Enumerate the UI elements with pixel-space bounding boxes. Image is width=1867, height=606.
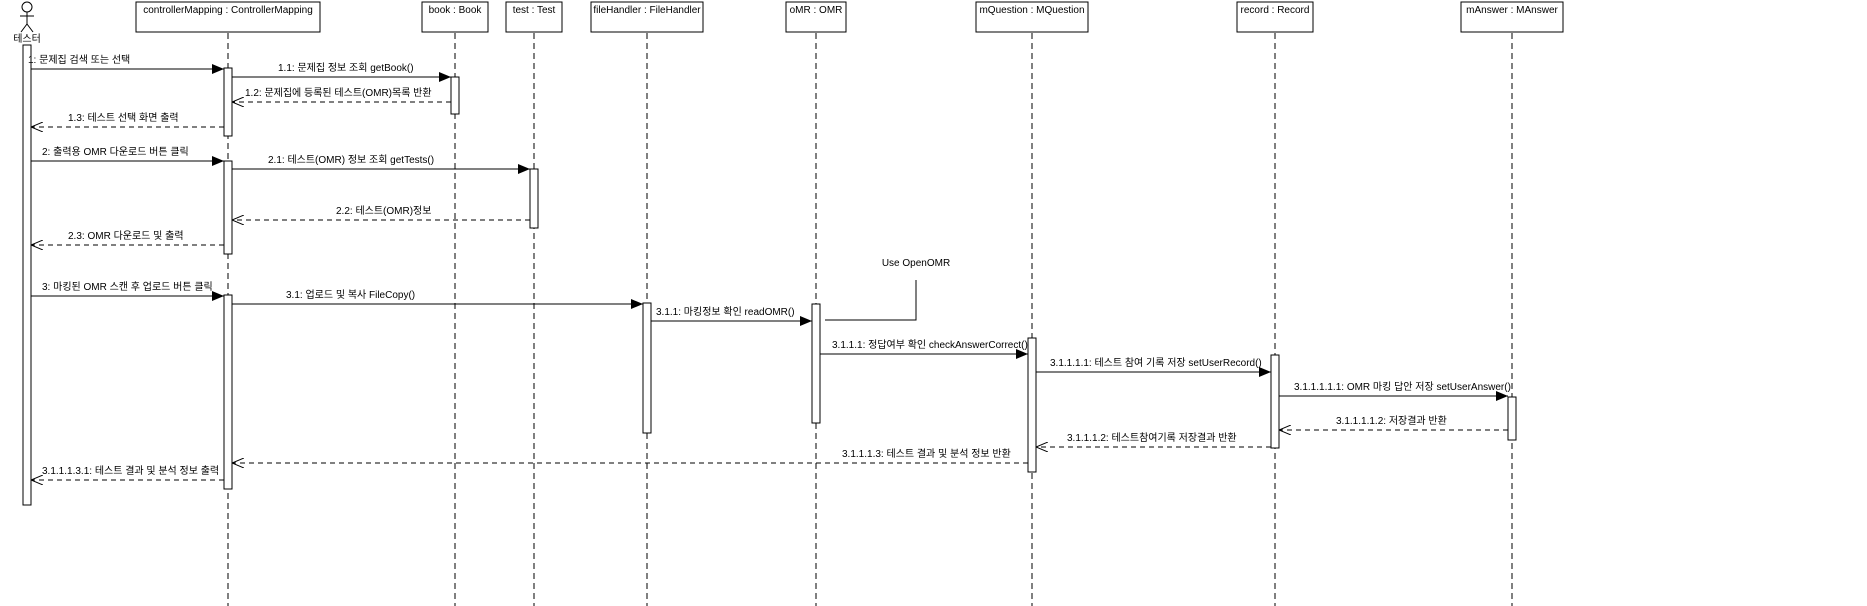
lifeline-label-test: test : Test (513, 5, 556, 16)
message-label-10: 3.1.1: 마킹정보 확인 readOMR() (656, 306, 795, 318)
actor-head (21, 1, 33, 13)
message-label-4: 2: 출력용 OMR 다운로드 버튼 클릭 (42, 146, 189, 158)
actor-leg-right (26, 23, 34, 33)
message-label-6: 2.2: 테스트(OMR)정보 (336, 205, 431, 217)
activation-controller-4 (223, 294, 233, 490)
message-label-0: 1: 문제집 검색 또는 선택 (28, 54, 130, 66)
activation-omr-6 (811, 303, 821, 424)
message-label-3: 1.3: 테스트 선택 화면 출력 (68, 112, 179, 124)
actor-tester (20, 1, 34, 33)
message-label-9: 3.1: 업로드 및 복사 FileCopy() (286, 288, 415, 301)
activation-test-3 (529, 168, 539, 229)
note-connector (825, 280, 917, 321)
message-label-15: 3.1.1.1.2: 테스트참여기록 저장결과 반환 (1067, 432, 1237, 444)
message-label-1: 1.1: 문제집 정보 조회 getBook() (278, 62, 414, 74)
lifeline-box-mq (975, 1, 1089, 33)
lifeline-label-book: book : Book (429, 5, 483, 16)
lifeline-box-controller (135, 1, 321, 33)
activation-controller-2 (223, 160, 233, 255)
activation-ma-9 (1507, 396, 1517, 441)
lifeline-box-book (421, 1, 489, 33)
lifeline-box-record (1236, 1, 1314, 33)
message-label-17: 3.1.1.1.3.1: 테스트 결과 및 분석 정보 출력 (42, 465, 219, 477)
activation-book-1 (450, 76, 460, 115)
message-label-8: 3: 마킹된 OMR 스캔 후 업로드 버튼 클릭 (42, 280, 213, 293)
message-label-16: 3.1.1.1.3: 테스트 결과 및 분석 정보 반환 (842, 448, 1011, 460)
message-label-12: 3.1.1.1.1: 테스트 참여 기록 저장 setUserRecord() (1050, 357, 1262, 369)
lifeline-box-test (505, 1, 563, 33)
actor-leg-left (20, 23, 28, 33)
lifeline-label-mq: mQuestion : MQuestion (979, 5, 1084, 16)
lifeline-label-ma: mAnswer : MAnswer (1466, 5, 1558, 16)
lifeline-box-omr (785, 1, 847, 33)
activation-record-8 (1270, 354, 1280, 449)
message-label-11: 3.1.1.1: 정답여부 확인 checkAnswerCorrect() (832, 339, 1028, 351)
lifeline-box-file (590, 1, 704, 33)
activation-mq-7 (1027, 337, 1037, 473)
activation-file-5 (642, 302, 652, 434)
lifeline-label-controller: controllerMapping : ControllerMapping (143, 5, 313, 16)
lifeline-box-ma (1460, 1, 1564, 33)
message-label-2: 1.2: 문제집에 등록된 테스트(OMR)목록 반환 (245, 87, 432, 99)
activation-controller-0 (223, 67, 233, 137)
message-label-5: 2.1: 테스트(OMR) 정보 조회 getTests() (268, 154, 434, 166)
note-text: Use OpenOMR (882, 258, 950, 269)
lifeline-label-file: fileHandler : FileHandler (593, 5, 701, 16)
message-label-13: 3.1.1.1.1.1: OMR 마킹 답안 저장 setUserAnswer(… (1294, 381, 1511, 393)
actor-label: 테스터 (13, 33, 41, 45)
actor-activation (22, 44, 32, 506)
message-label-14: 3.1.1.1.1.2: 저장결과 반환 (1336, 415, 1447, 427)
lifeline-label-omr: oMR : OMR (790, 5, 843, 16)
lifeline-label-record: record : Record (1241, 5, 1310, 16)
message-label-7: 2.3: OMR 다운로드 및 출력 (68, 230, 184, 242)
